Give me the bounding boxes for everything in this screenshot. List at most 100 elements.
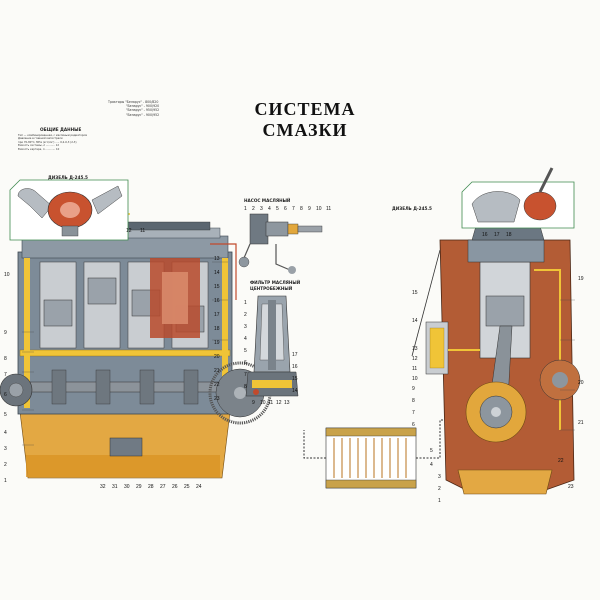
oil-pump-detail	[238, 213, 323, 274]
callout-number: 8	[244, 384, 247, 390]
diesel-right-label: ДИЗЕЛЬ Д-245.5	[392, 206, 432, 211]
diesel-left-label: ДИЗЕЛЬ Д-245.5	[48, 175, 88, 180]
leader-lines	[22, 261, 575, 446]
callout-number: 20	[578, 380, 584, 386]
callout-number: 17	[494, 232, 500, 238]
oil-cooler	[303, 419, 462, 489]
callout-number: 14	[214, 270, 220, 276]
callout-number: 28	[148, 484, 154, 490]
callout-number: 15	[214, 284, 220, 290]
callout-number: 6	[4, 392, 7, 398]
callout-number: 2	[4, 462, 7, 468]
callout-number: 17	[214, 312, 220, 318]
tractor-model: "Беларус" - 950/952	[126, 108, 160, 113]
left-engine-cutaway	[0, 213, 272, 479]
callout-number: 1	[244, 300, 247, 306]
callout-number: 8	[300, 206, 303, 212]
turbo-inset	[9, 179, 129, 241]
callout-number: 7	[412, 410, 415, 416]
callout-number: 14	[412, 318, 418, 324]
callout-number: 10	[316, 206, 322, 212]
callout-number: 7	[4, 372, 7, 378]
general-data-line: при 70-80°С, МПа (кгс/см²) ..... 0,2-0,3…	[18, 140, 77, 144]
callout-number: 12	[276, 400, 282, 406]
callout-number: 8	[412, 398, 415, 404]
callout-number: 4	[244, 336, 247, 342]
callout-number: 29	[136, 484, 142, 490]
general-data-line: Давление в главной магистрали	[18, 137, 63, 141]
callout-number: 16	[482, 232, 488, 238]
callout-number: 19	[578, 276, 584, 282]
filter-label-1: ФИЛЬТР МАСЛЯНЫЙ	[250, 280, 301, 285]
poster-title: СИСТЕМА СМАЗКИ	[254, 99, 356, 140]
callout-number: 9	[308, 206, 311, 212]
callout-number: 20	[214, 354, 220, 360]
callout-number: 9	[4, 330, 7, 336]
oil-pump-label: НАСОС МАСЛЯНЫЙ	[244, 198, 291, 203]
callout-number: 16	[214, 298, 220, 304]
right-engine-cutaway	[411, 225, 581, 495]
callout-number: 13	[284, 400, 290, 406]
tractor-model: "Беларус" - 900/952	[126, 112, 160, 117]
callout-number: 26	[172, 484, 178, 490]
callout-number: 3	[260, 206, 263, 212]
filter-label-2: ЦЕНТРОБЕЖНЫЙ	[250, 286, 293, 291]
callout-number: 19	[214, 340, 220, 346]
callout-number: 30	[124, 484, 130, 490]
callout-number: 13	[214, 256, 220, 262]
general-data-title: ОБЩИЕ ДАННЫЕ	[40, 127, 82, 132]
callout-number: 17	[292, 352, 298, 358]
callout-number: 1	[438, 498, 441, 504]
callout-number: 6	[284, 206, 287, 212]
callout-number: 5	[244, 348, 247, 354]
turbo-inset-right	[461, 167, 575, 229]
tractor-models: Тракторы "Беларус" - 800/820 "Беларус" -…	[108, 100, 198, 117]
callout-number: 11	[326, 206, 332, 212]
general-data-line: Емкость картера, л ............ 10	[18, 147, 60, 151]
callout-number: 21	[578, 420, 584, 426]
callout-number: 10	[412, 376, 418, 382]
centrifugal-filter-detail	[245, 295, 299, 397]
callout-number: 23	[214, 396, 220, 402]
callout-number: 11	[268, 400, 274, 406]
general-data: Тип — комбинированная, с масляным радиат…	[18, 134, 88, 151]
callout-number: 6	[244, 360, 247, 366]
callout-number: 12	[126, 228, 132, 234]
callout-number: 22	[558, 458, 564, 464]
callout-number: 9	[252, 400, 255, 406]
callout-number: 15	[412, 290, 418, 296]
callout-number: 16	[292, 364, 298, 370]
callout-number: 7	[244, 372, 247, 378]
callout-number: 12	[412, 356, 418, 362]
callout-number: 24	[196, 484, 202, 490]
callout-number: 14	[292, 388, 298, 394]
callout-number: 1	[4, 478, 7, 484]
callout-number: 25	[184, 484, 190, 490]
callout-number: 31	[112, 484, 118, 490]
callout-number: 3	[438, 474, 441, 480]
general-data-line: Емкость системы, л ........... 12	[18, 144, 60, 148]
callout-number: 5	[430, 448, 433, 454]
callout-number: 21	[214, 368, 220, 374]
callout-number: 3	[244, 324, 247, 330]
callout-number: 3	[4, 446, 7, 452]
callout-number: 9	[412, 386, 415, 392]
callout-number: 10	[260, 400, 266, 406]
callout-number: 5	[4, 412, 7, 418]
callout-number: 18	[506, 232, 512, 238]
callout-number: 18	[214, 326, 220, 332]
tractor-model: "Беларус" - 900/920	[126, 104, 160, 109]
callout-number: 11	[412, 366, 418, 372]
callout-number: 2	[252, 206, 255, 212]
callout-number: 6	[412, 422, 415, 428]
callout-number: 15	[292, 376, 298, 382]
callout-number: 22	[214, 382, 220, 388]
callout-number: 27	[160, 484, 166, 490]
callout-number: 32	[100, 484, 106, 490]
tractor-model: Тракторы "Беларус" - 800/820	[108, 100, 159, 104]
callout-number: 1	[244, 206, 247, 212]
callout-number: 4	[4, 430, 7, 436]
callout-number: 13	[412, 346, 418, 352]
callout-number: 8	[4, 356, 7, 362]
